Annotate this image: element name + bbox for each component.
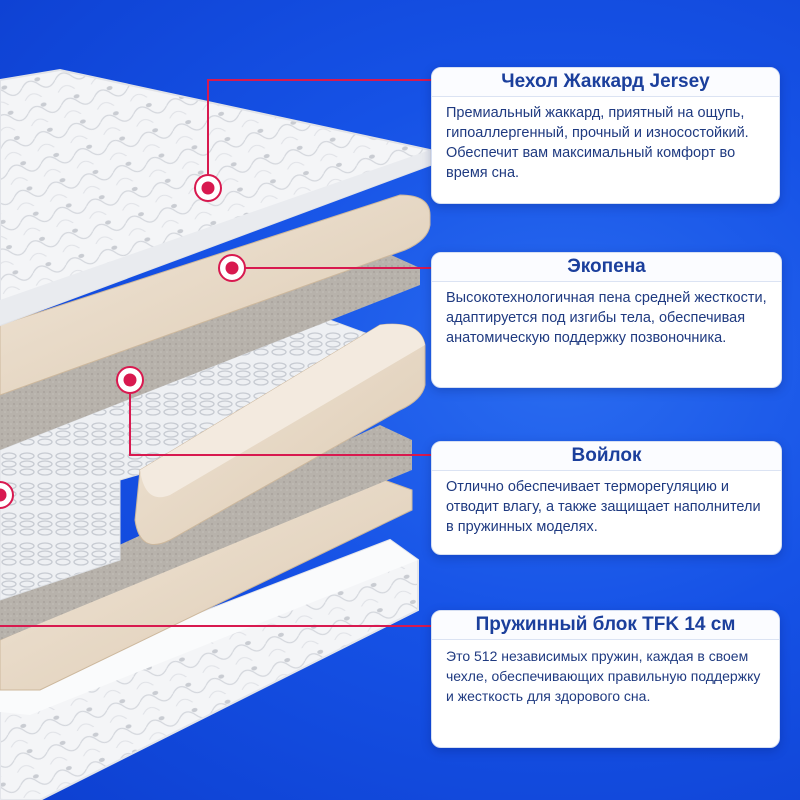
info-card-cover: Чехол Жаккард Jersey Премиальный жаккард… xyxy=(431,67,780,204)
hotspot-markers xyxy=(0,174,246,509)
leader-line-cover xyxy=(207,79,452,188)
hotspot-cover xyxy=(194,174,222,202)
card-text-spring: Это 512 независимых пружин, каждая в сво… xyxy=(446,648,761,704)
card-text-felt: Отлично обеспечивает терморегуляцию и от… xyxy=(446,479,761,535)
leader-lines xyxy=(0,79,452,627)
card-text-ecofoam: Высокотехнологичная пена средней жесткос… xyxy=(446,290,767,346)
info-card-felt: Войлок Отлично обеспечивает терморегуляц… xyxy=(431,441,782,555)
lower-felt-layer xyxy=(0,425,412,640)
info-card-spring: Пружинный блок TFK 14 см Это 512 независ… xyxy=(431,610,780,748)
card-text-cover: Премиальный жаккард, приятный на ощупь, … xyxy=(446,105,749,181)
card-title-spring: Пружинный блок TFK 14 см xyxy=(432,611,779,640)
leader-line-felt xyxy=(129,380,452,456)
hotspot-spring xyxy=(0,481,14,509)
info-card-ecofoam: Экопена Высокотехнологичная пена средней… xyxy=(431,252,782,388)
hotspot-ecofoam xyxy=(218,254,246,282)
card-title-cover: Чехол Жаккард Jersey xyxy=(432,68,779,97)
felt-layer xyxy=(0,250,420,450)
bottom-mattress-layer xyxy=(0,538,419,800)
card-title-ecofoam: Экопена xyxy=(432,253,781,282)
hotspot-felt xyxy=(116,366,144,394)
ecofoam-layer xyxy=(0,194,431,396)
card-title-felt: Войлок xyxy=(432,442,781,471)
foam-frame-layer xyxy=(134,323,426,545)
